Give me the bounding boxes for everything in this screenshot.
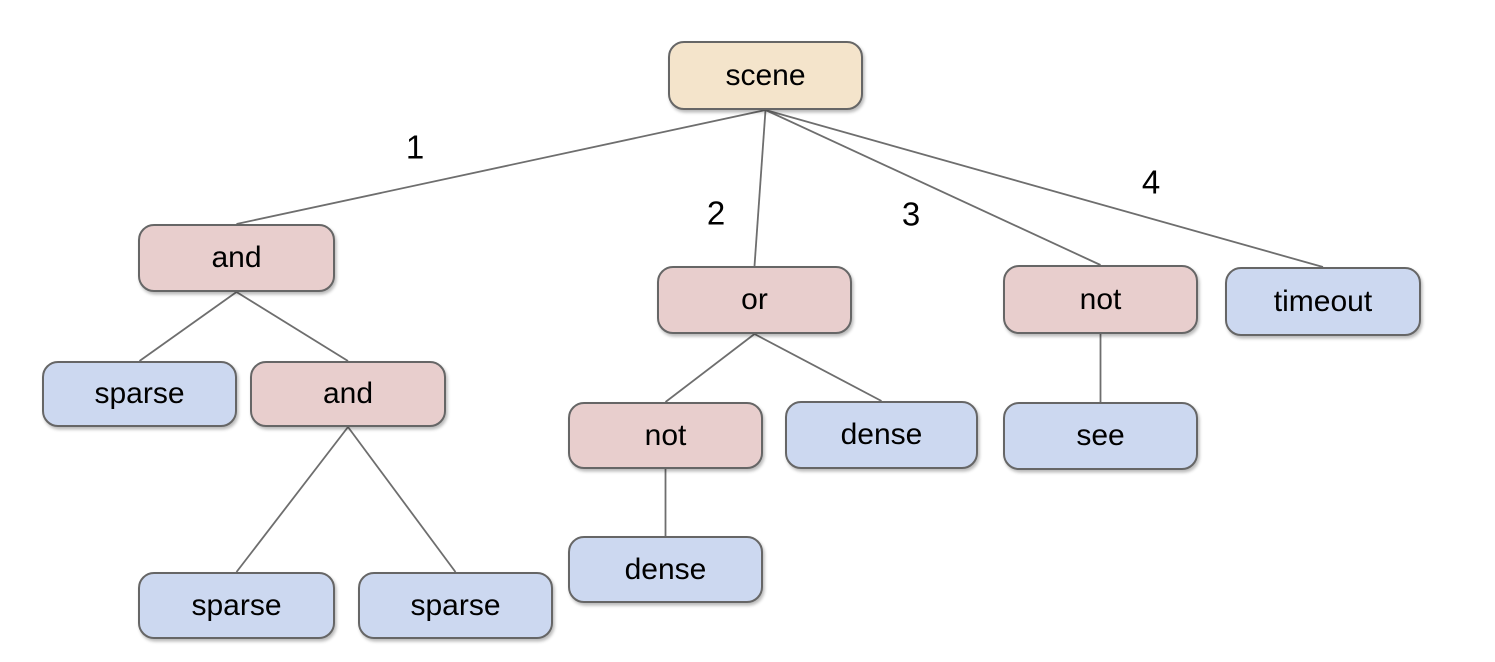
node-label: or bbox=[741, 283, 768, 316]
tree-node-sparse2: sparse bbox=[138, 572, 335, 639]
tree-node-not2: not bbox=[568, 402, 763, 469]
node-label: sparse bbox=[94, 377, 185, 410]
tree-node-sparse1: sparse bbox=[42, 361, 237, 427]
edge-label-1: 1 bbox=[405, 128, 425, 166]
tree-edge-or1-not2 bbox=[664, 333, 756, 403]
tree-edge-and2-sparse2 bbox=[235, 426, 349, 573]
tree-edge-and1-sparse1 bbox=[138, 291, 238, 362]
tree-edge-scene-timeout1 bbox=[765, 109, 1324, 268]
tree-node-and1: and bbox=[138, 224, 335, 292]
tree-node-scene: scene bbox=[668, 41, 863, 110]
tree-node-see1: see bbox=[1003, 402, 1198, 470]
tree-edge-scene-and1 bbox=[236, 109, 766, 225]
node-label: and bbox=[322, 377, 374, 410]
tree-node-dense1: dense bbox=[785, 401, 978, 469]
tree-node-or1: or bbox=[657, 266, 852, 334]
edge-label-3: 3 bbox=[901, 195, 921, 233]
node-label: dense bbox=[624, 552, 707, 586]
node-label: dense bbox=[840, 418, 923, 451]
node-label: not bbox=[644, 418, 687, 452]
tree-edge-scene-or1 bbox=[753, 109, 767, 267]
node-label: sparse bbox=[191, 588, 282, 622]
tree-node-not1: not bbox=[1003, 265, 1198, 334]
tree-node-and2: and bbox=[250, 361, 446, 427]
tree-node-sparse3: sparse bbox=[358, 572, 553, 639]
edge-label-2: 2 bbox=[706, 194, 726, 232]
node-label: sparse bbox=[410, 588, 501, 622]
tree-node-timeout1: timeout bbox=[1225, 267, 1421, 336]
tree-edge-and2-sparse3 bbox=[347, 426, 457, 573]
tree-edge-scene-not1 bbox=[765, 109, 1101, 266]
node-label: and bbox=[211, 241, 262, 274]
edge-label-4: 4 bbox=[1141, 163, 1161, 201]
tree-edge-or1-dense1 bbox=[754, 333, 882, 402]
node-label: not bbox=[1079, 282, 1122, 316]
tree-edge-and1-and2 bbox=[236, 291, 349, 362]
tree-node-dense2: dense bbox=[568, 536, 763, 603]
node-label: scene bbox=[725, 58, 806, 92]
node-label: timeout bbox=[1273, 284, 1373, 318]
node-label: see bbox=[1076, 419, 1125, 452]
